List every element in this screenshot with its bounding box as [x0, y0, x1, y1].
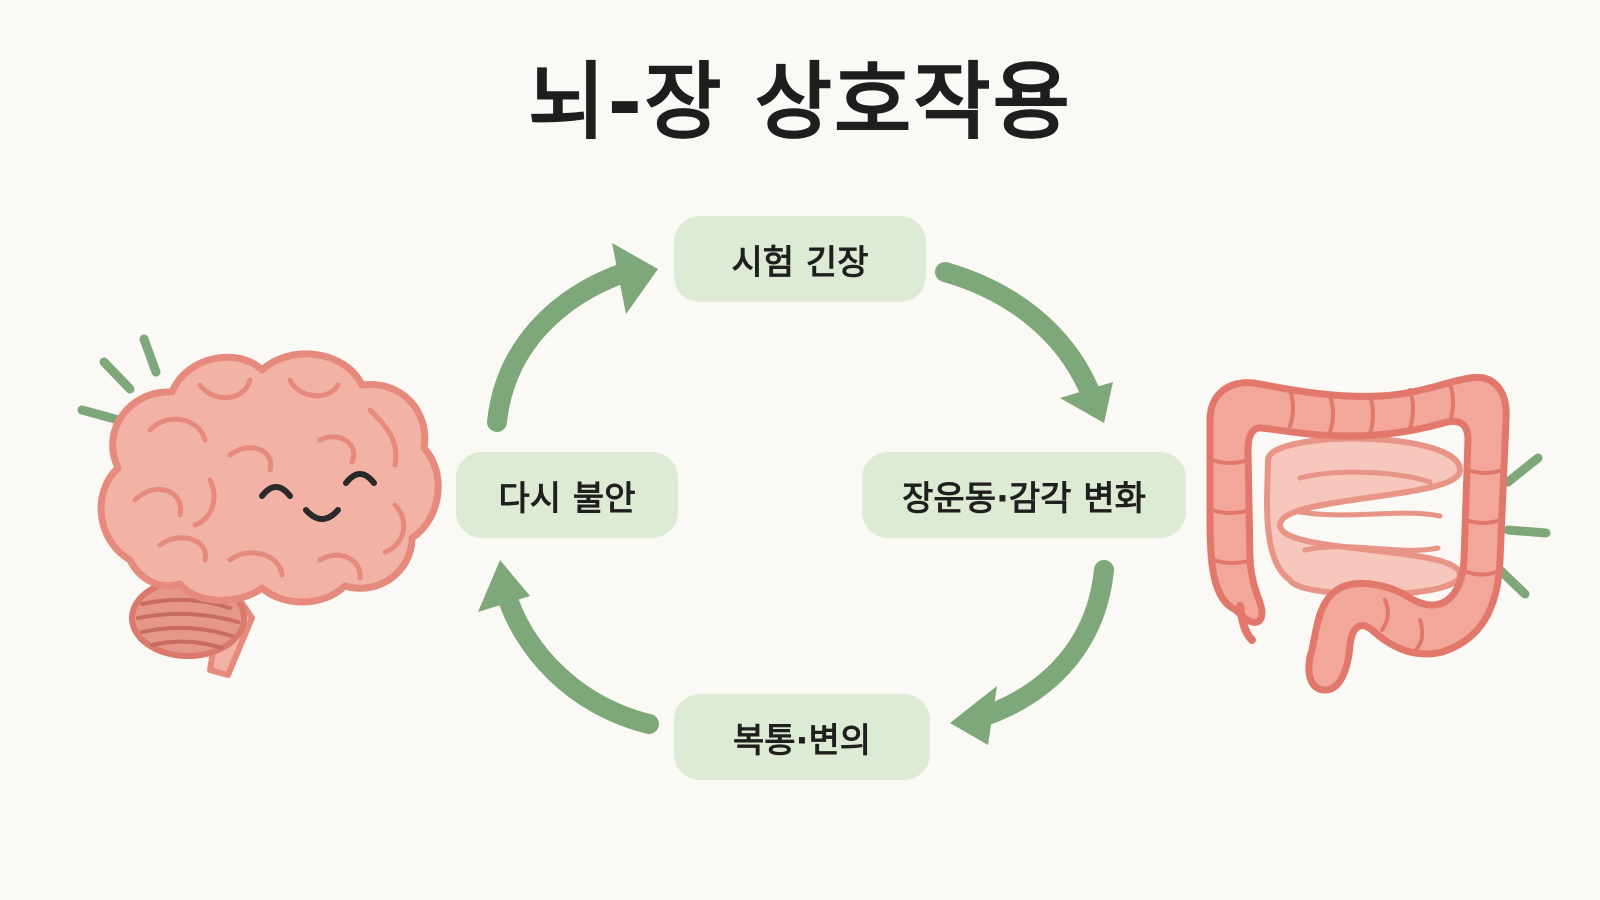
arrow-bottom-to-left	[495, 580, 659, 734]
arrow-left-to-top	[487, 262, 636, 432]
step-abdominal-pain: 복통·변의	[674, 694, 930, 780]
arrow-right-to-bottom	[963, 560, 1114, 730]
intestine-icon	[1206, 373, 1551, 694]
step-gut-motility-change: 장운동·감각 변화	[862, 452, 1186, 538]
step-exam-tension: 시험 긴장	[674, 216, 926, 302]
diagram-title: 뇌-장 상호작용	[528, 53, 1072, 151]
arrowhead-right	[1060, 382, 1113, 423]
arrowhead-top	[612, 243, 658, 314]
step-anxiety-again: 다시 불안	[456, 452, 678, 538]
arrowhead-bottom	[950, 686, 997, 745]
arrow-top-to-right	[935, 262, 1100, 402]
brain-icon	[77, 334, 442, 678]
arrowhead-left	[478, 560, 530, 612]
